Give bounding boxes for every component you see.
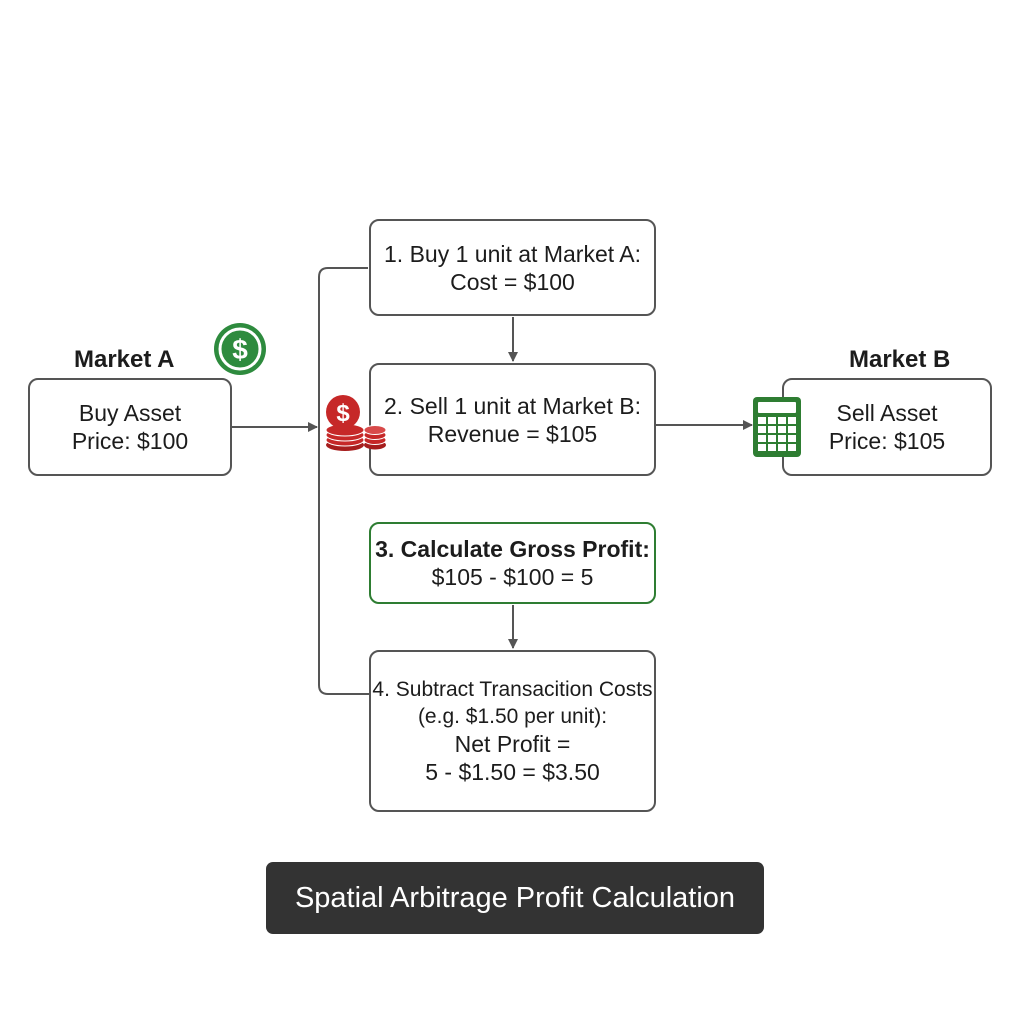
step-4-example: (e.g. $1.50 per unit): [417,705,608,728]
step-4-net-label: Net Profit = [454,731,571,757]
market-a-heading: Market A [74,346,175,373]
step-4-box: 4. Subtract Transacition Costs (e.g. $1.… [369,650,656,812]
step-4-title: 4. Subtract Transacition Costs [372,678,653,701]
market-b-box: Sell Asset Price: $105 [782,378,992,476]
step-2-box: 2. Sell 1 unit at Market B: Revenue = $1… [369,363,656,476]
market-a-action: Buy Asset [78,400,182,426]
step-1-title: 1. Buy 1 unit at Market A: [384,240,641,267]
step-3-title: 3. Calculate Gross Profit: [375,536,650,562]
step-2-title: 2. Sell 1 unit at Market B: [384,392,641,419]
step-3-box: 3. Calculate Gross Profit: $105 - $100 =… [369,522,656,604]
coin-stack-icon: $ [325,395,387,451]
left-bracket-line [318,267,370,695]
calculator-icon [753,397,801,457]
step-2-detail: Revenue = $105 [427,420,598,447]
step-1-box: 1. Buy 1 unit at Market A: Cost = $100 [369,219,656,316]
dollar-circle-icon: $ [214,323,266,375]
step-4-net-value: 5 - $1.50 = $3.50 [425,759,600,785]
market-a-box: Buy Asset Price: $100 [28,378,232,476]
market-b-price: Price: $105 [828,428,946,454]
diagram-title: Spatial Arbitrage Profit Calculation [266,862,764,934]
step-3-detail: $105 - $100 = 5 [431,564,594,590]
step-1-detail: Cost = $100 [450,268,575,295]
svg-text:$: $ [232,334,248,365]
market-b-action: Sell Asset [836,400,938,426]
market-b-heading: Market B [849,346,951,373]
svg-text:$: $ [336,400,350,427]
market-a-price: Price: $100 [71,428,189,454]
